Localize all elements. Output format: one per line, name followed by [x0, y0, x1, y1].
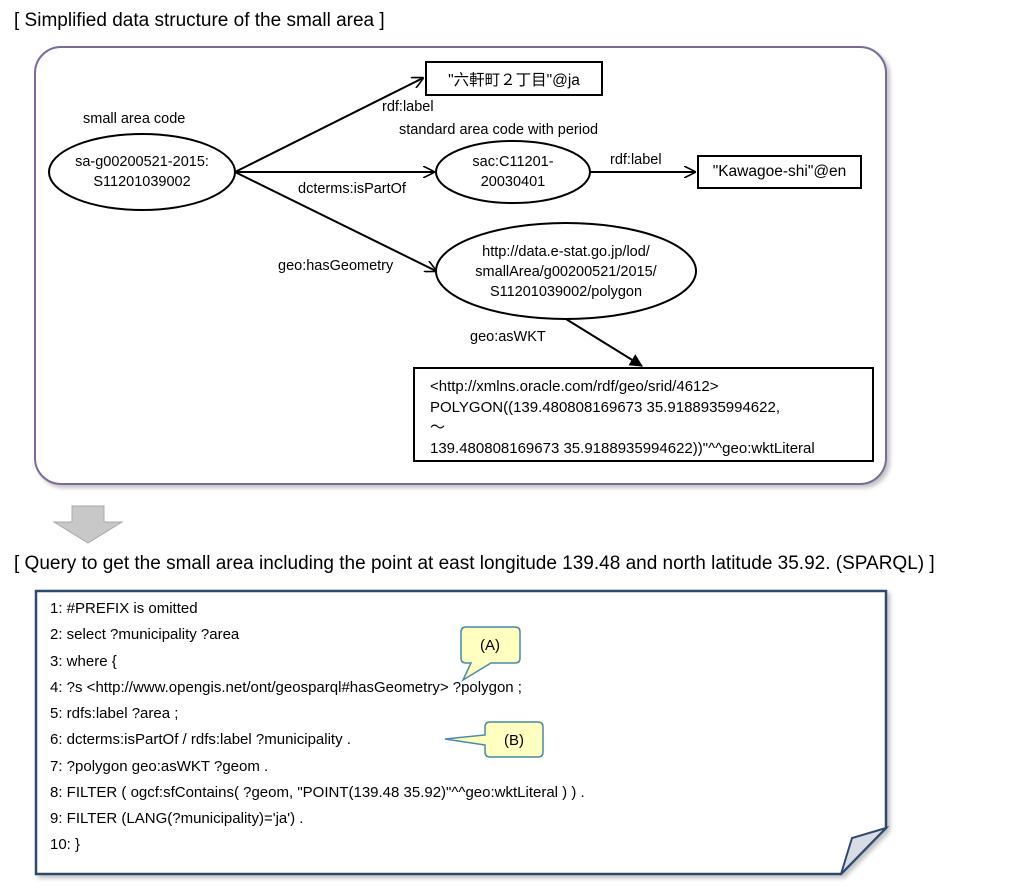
- standard-area-caption: standard area code with period: [399, 122, 599, 138]
- code-line: 5: rdfs:label ?area ;: [50, 705, 179, 722]
- callout-a-label: (A): [480, 637, 500, 654]
- polygon-node-text: http://data.e-stat.go.jp/lod/ smallArea/…: [475, 244, 657, 300]
- callout-b-label: (B): [504, 732, 524, 749]
- edge-has-geometry-text: geo:hasGeometry: [278, 258, 394, 274]
- edge-has-geometry: [234, 171, 436, 271]
- edge-as-wkt: [565, 318, 643, 367]
- small-area-caption: small area code: [83, 111, 186, 127]
- callout-a-shape: [460, 626, 521, 682]
- code-line: 6: dcterms:isPartOf / rdfs:label ?munici…: [50, 731, 351, 748]
- sac-node-text: sac:C11201- 20030401: [472, 154, 554, 190]
- edge-rdf-label-1: [234, 78, 423, 173]
- edge-rdf-label-1-text: rdf:label: [382, 99, 434, 115]
- code-line: 3: where {: [50, 653, 117, 670]
- folded-corner: [840, 825, 890, 875]
- literal-ja-box: "六軒町２丁目"@ja: [425, 61, 603, 96]
- code-line: 1: #PREFIX is omitted: [50, 600, 198, 617]
- small-area-node-text: sa-g00200521-2015: S11201039002: [75, 154, 209, 190]
- down-arrow-icon: [52, 505, 124, 544]
- wkt-line: ～: [430, 419, 446, 436]
- query-heading: [ Query to get the small area including …: [14, 553, 935, 574]
- code-line: 7: ?polygon geo:asWKT ?geom .: [50, 758, 269, 775]
- code-line: 4: ?s <http://www.opengis.net/ont/geospa…: [50, 679, 522, 696]
- code-line: 8: FILTER ( ogcf:sfContains( ?geom, "POI…: [50, 784, 585, 801]
- diagram-heading: [ Simplified data structure of the small…: [14, 10, 385, 31]
- edge-as-wkt-text: geo:asWKT: [470, 329, 546, 345]
- code-line: 10: }: [50, 836, 81, 853]
- wkt-line: 139.480808169673 35.9188935994622))"^^ge…: [430, 439, 815, 457]
- literal-en-box: "Kawagoe-shi"@en: [697, 155, 862, 189]
- code-line: 2: select ?municipality ?area: [50, 626, 240, 643]
- code-line: 9: FILTER (LANG(?municipality)='ja') .: [50, 810, 304, 827]
- wkt-line: <http://xmlns.oracle.com/rdf/geo/srid/46…: [430, 378, 719, 395]
- callout-b-shape: [444, 721, 544, 758]
- wkt-line: POLYGON((139.480808169673 35.91889359946…: [430, 398, 781, 416]
- edge-is-part-of-text: dcterms:isPartOf: [298, 181, 406, 197]
- edge-rdf-label-2-text: rdf:label: [610, 152, 662, 168]
- wkt-literal-box: <http://xmlns.oracle.com/rdf/geo/srid/46…: [413, 367, 874, 462]
